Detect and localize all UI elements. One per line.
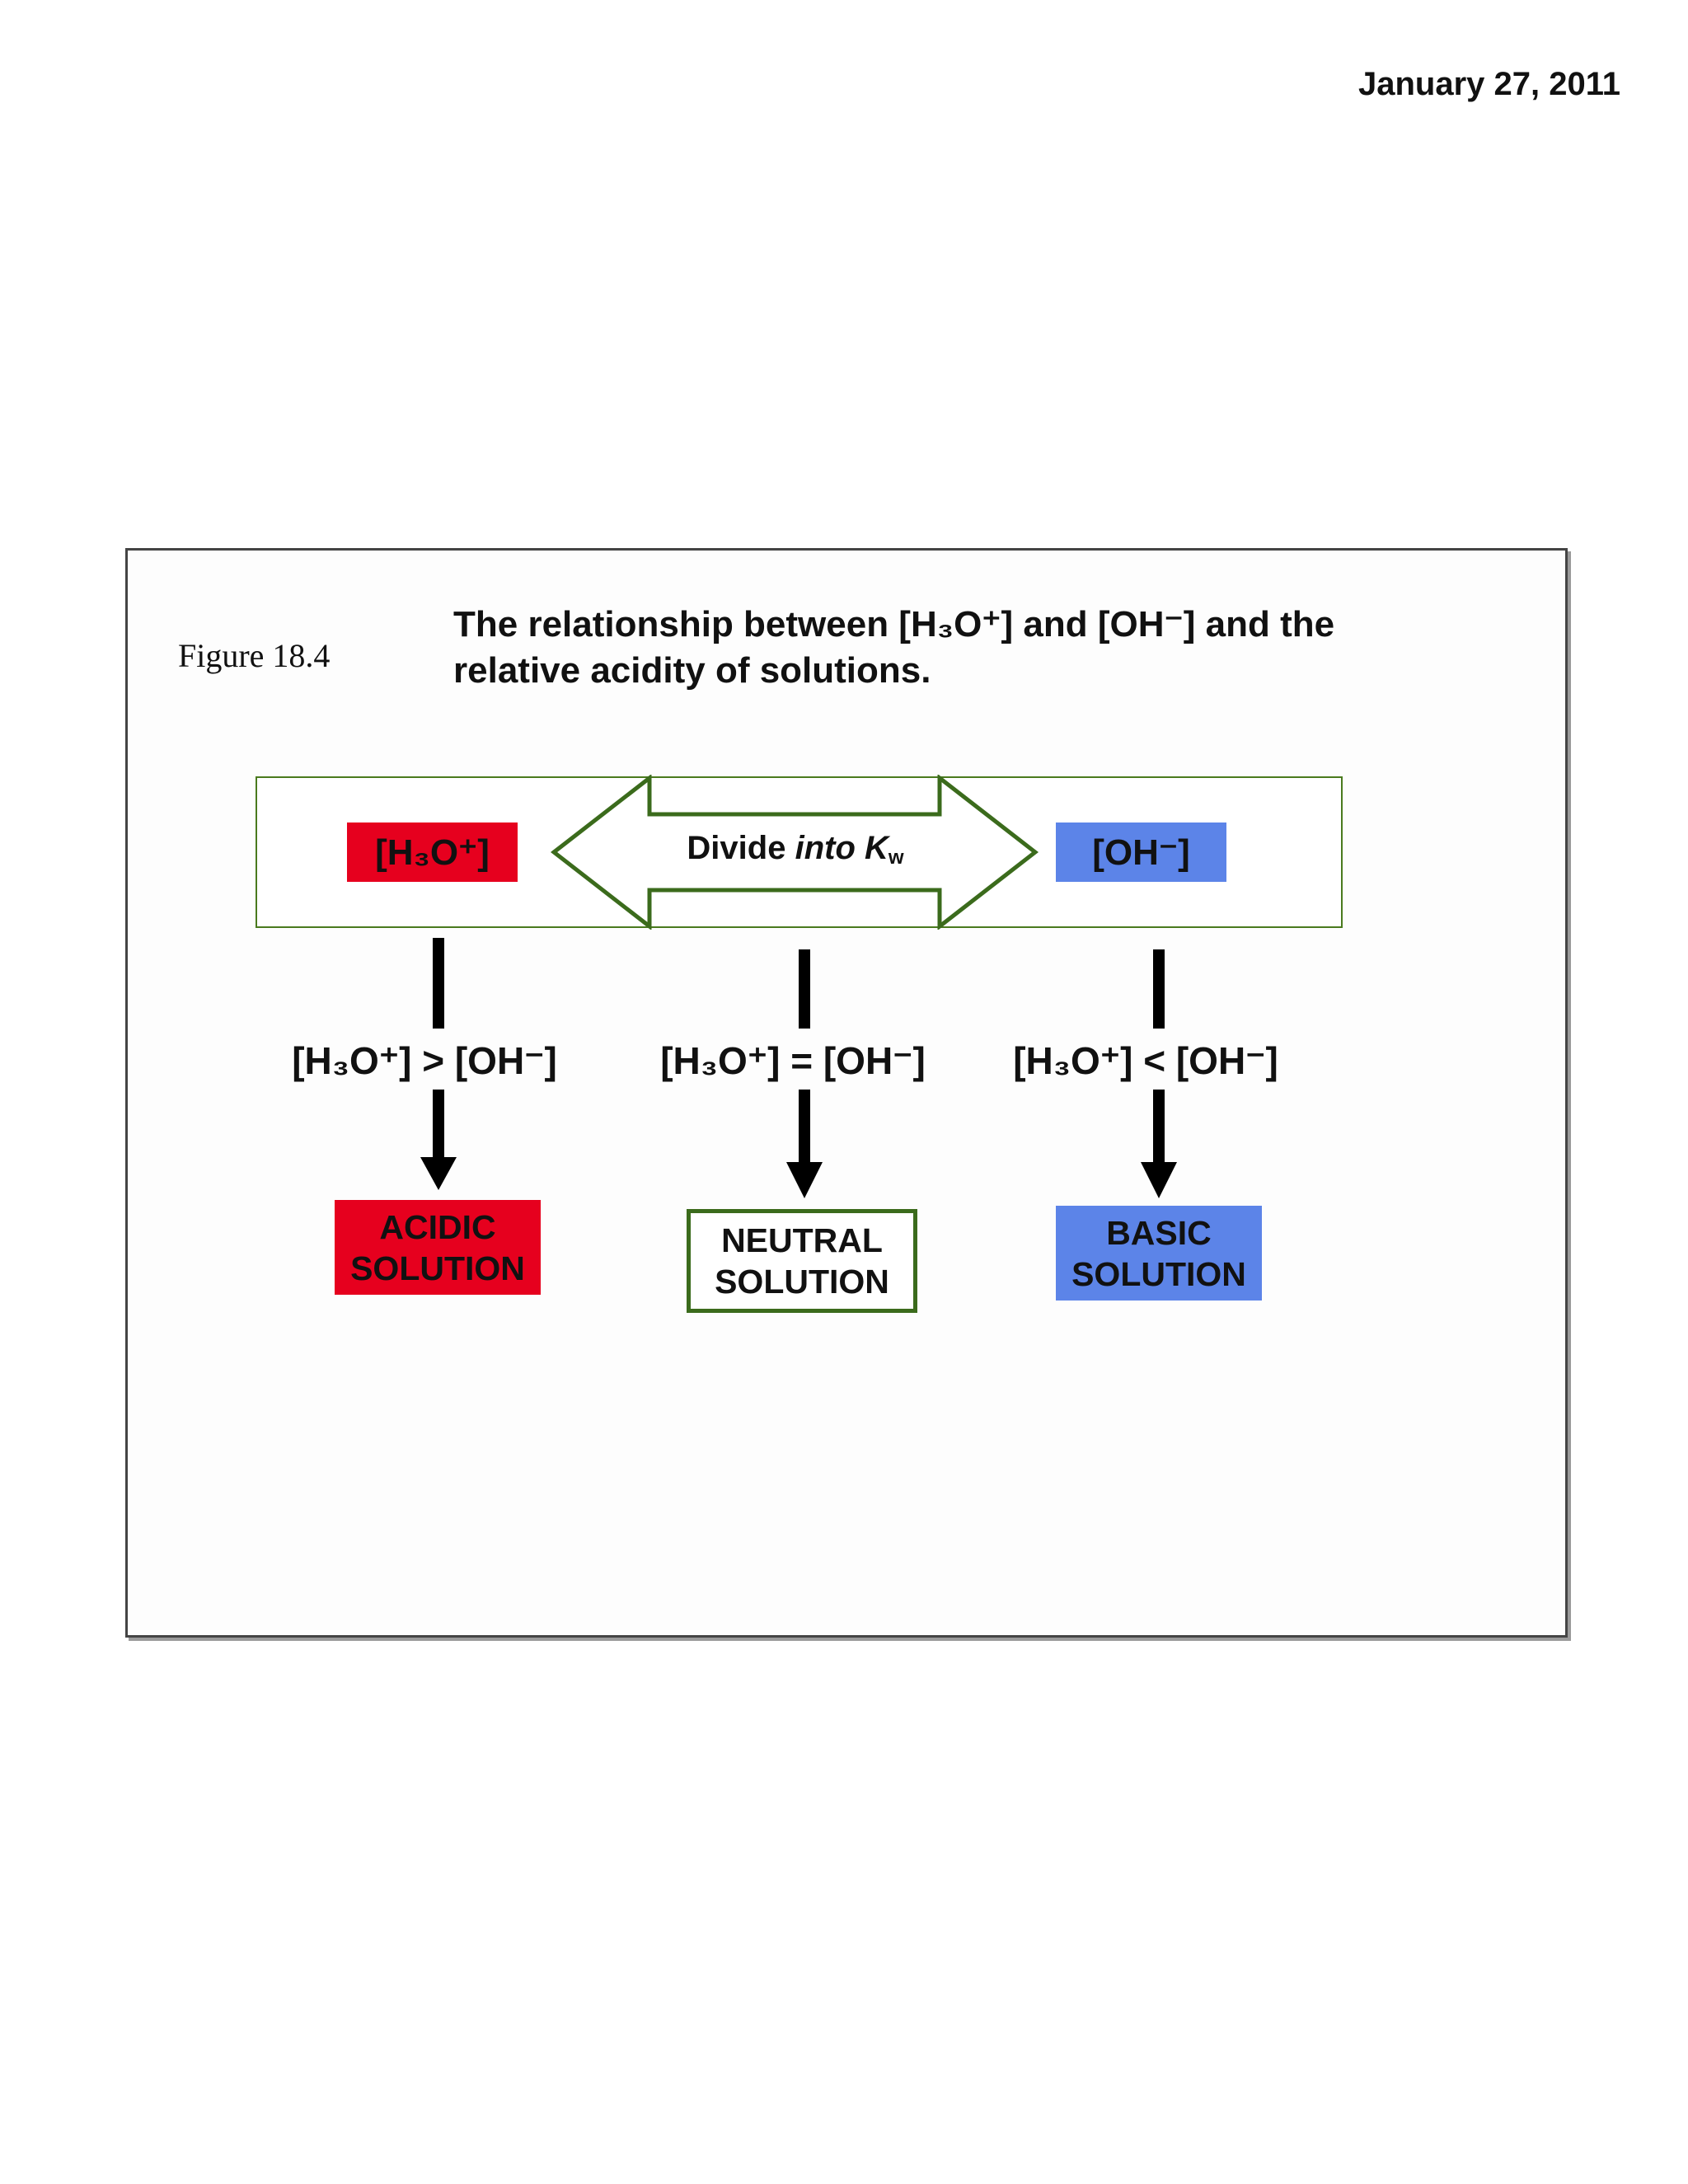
connector-line-neutral: [799, 949, 810, 1029]
relation-basic: [H₃O⁺] < [OH⁻]: [1013, 1039, 1278, 1082]
connector-line-basic-lower: [1153, 1090, 1165, 1164]
acidic-solution-box: ACIDIC SOLUTION: [335, 1200, 541, 1295]
figure-title: The relationship between [H₃O⁺] and [OH⁻…: [453, 602, 1442, 694]
double-arrow-icon: [551, 775, 1039, 930]
down-arrow-icon: [1141, 1162, 1177, 1198]
connector-line-basic: [1153, 949, 1165, 1029]
hydroxide-chip: [OH⁻]: [1056, 823, 1226, 882]
basic-solution-box: BASIC SOLUTION: [1056, 1206, 1262, 1301]
neutral-solution-box: NEUTRAL SOLUTION: [687, 1209, 917, 1313]
divide-into-kw-label: Divide into Kw: [687, 830, 904, 869]
page-date: January 27, 2011: [1357, 66, 1620, 102]
connector-line-acidic: [433, 938, 444, 1029]
figure-title-line1: The relationship between [H₃O⁺] and [OH⁻…: [453, 604, 1335, 644]
down-arrow-icon: [420, 1157, 457, 1190]
figure-title-line2: relative acidity of solutions.: [453, 650, 931, 691]
figure-frame: [125, 548, 1568, 1638]
figure-label: Figure 18.4: [178, 637, 331, 674]
relation-neutral: [H₃O⁺] = [OH⁻]: [660, 1039, 926, 1082]
relation-acidic: [H₃O⁺] > [OH⁻]: [292, 1039, 557, 1082]
connector-line-neutral-lower: [799, 1090, 810, 1162]
hydronium-chip: [H₃O⁺]: [347, 823, 518, 882]
connector-line-acidic-lower: [433, 1090, 444, 1160]
down-arrow-icon: [786, 1162, 823, 1198]
